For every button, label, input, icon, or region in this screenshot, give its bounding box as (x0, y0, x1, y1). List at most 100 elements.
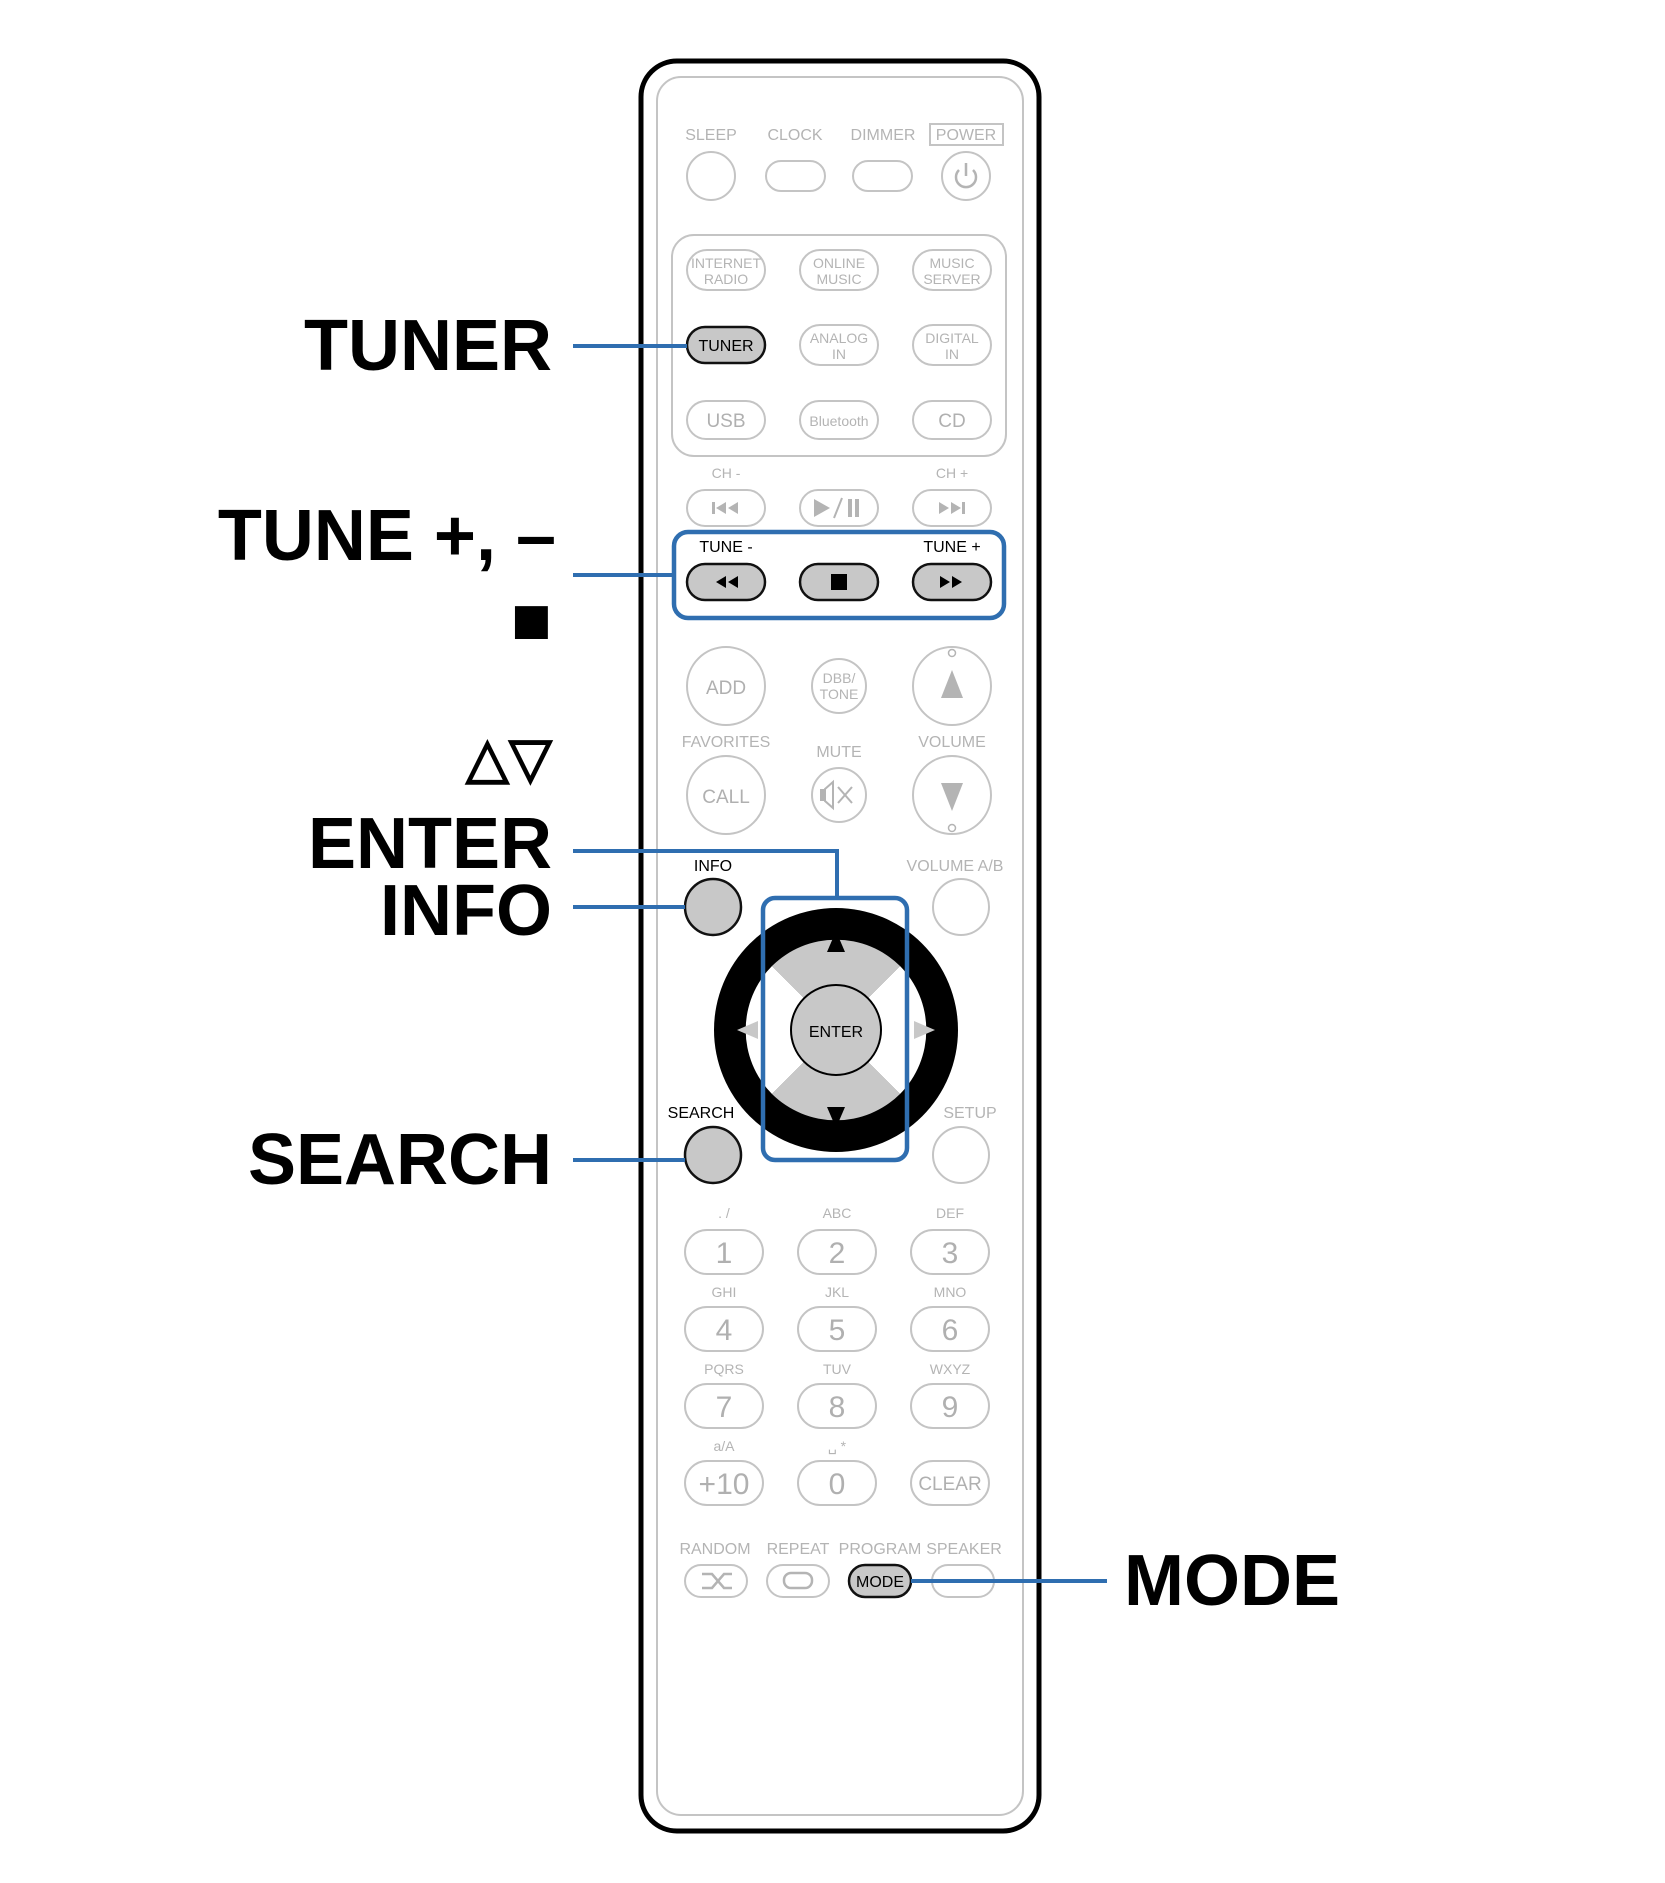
keypad-num-0: 0 (829, 1468, 846, 1501)
enter-button[interactable] (790, 984, 882, 1076)
volume-up-dot (947, 648, 957, 658)
cursor-right-icon (914, 1021, 935, 1039)
online-music-label-2: MUSIC (816, 271, 861, 287)
keypad-num-7: 7 (716, 1391, 733, 1424)
fast-forward-icon (940, 576, 962, 588)
usb-label: USB (706, 411, 745, 432)
clear-label: CLEAR (918, 1474, 981, 1495)
online-music-button[interactable] (799, 249, 879, 291)
random-label: RANDOM (679, 1541, 750, 1558)
volume-down-icon (941, 783, 963, 811)
keypad-num-1: 1 (716, 1237, 733, 1270)
clock-button[interactable] (765, 160, 826, 192)
keypad-num-2: 2 (829, 1237, 846, 1270)
cursor-up-button[interactable] (772, 939, 900, 1002)
digital-in-button[interactable] (912, 324, 992, 366)
bluetooth-label: Bluetooth (809, 413, 868, 429)
keypad-button-5[interactable] (797, 1306, 877, 1352)
keypad-sub-4: GHI (712, 1284, 737, 1300)
music-server-button[interactable] (912, 249, 992, 291)
keypad-button-1[interactable] (684, 1229, 764, 1275)
add-button[interactable] (686, 646, 766, 726)
mute-icon (820, 779, 853, 811)
keypad-button-8[interactable] (797, 1383, 877, 1429)
keypad-button-4[interactable] (684, 1306, 764, 1352)
dbb-label-2: TONE (820, 686, 859, 702)
cursor-up-icon (827, 931, 845, 952)
keypad-num-5: 5 (829, 1314, 846, 1347)
power-icon (954, 163, 978, 189)
stop-icon (831, 574, 847, 590)
search-button[interactable] (683, 1125, 743, 1185)
skip-back-icon (712, 502, 738, 514)
search-label: SEARCH (668, 1105, 735, 1122)
volume-down-dot (947, 823, 957, 833)
keypad-num-9: 9 (942, 1391, 959, 1424)
sleep-button[interactable] (686, 151, 736, 201)
callout-tuner: TUNER (304, 306, 552, 386)
random-button[interactable] (684, 1564, 748, 1598)
tune-minus-label: TUNE - (699, 539, 752, 556)
cd-button[interactable] (912, 400, 992, 440)
power-label-box (929, 123, 1004, 146)
callout-tune: TUNE +, – (218, 496, 556, 576)
online-music-label-1: ONLINE (813, 255, 865, 271)
cursor-down-button[interactable] (772, 1058, 900, 1121)
enter-label: ENTER (809, 1024, 863, 1041)
enter-leader-line (573, 849, 839, 898)
repeat-icon (782, 1571, 814, 1590)
clock-label: CLOCK (767, 127, 822, 144)
cursor-left-icon (737, 1021, 758, 1039)
tuner-button-label: TUNER (698, 338, 753, 355)
keypad-num-6: 6 (942, 1314, 959, 1347)
keypad-button-0[interactable] (797, 1460, 877, 1506)
cursor-right-button[interactable] (864, 966, 927, 1094)
callout-mode: MODE (1124, 1541, 1340, 1621)
call-button[interactable] (686, 755, 766, 835)
analog-in-label-1: ANALOG (810, 330, 868, 346)
callout-search: SEARCH (248, 1120, 552, 1200)
mute-label: MUTE (816, 744, 861, 761)
tune-plus-label: TUNE + (923, 539, 980, 556)
dbb-tone-button[interactable] (811, 658, 867, 714)
keypad-button-2[interactable] (797, 1229, 877, 1275)
repeat-button[interactable] (766, 1564, 830, 1598)
keypad-sub-8: TUV (823, 1361, 852, 1377)
keypad-button-9[interactable] (910, 1383, 990, 1429)
setup-label: SETUP (943, 1105, 996, 1122)
info-button[interactable] (683, 877, 743, 937)
volume-ab-button[interactable] (932, 878, 990, 936)
program-label: PROGRAM (839, 1541, 922, 1558)
keypad-button-7[interactable] (684, 1383, 764, 1429)
keypad-sub-5: JKL (825, 1284, 849, 1300)
callout-enter: ENTER (308, 804, 552, 884)
keypad-sub-9: WXYZ (930, 1361, 971, 1377)
clear-button[interactable] (910, 1460, 990, 1506)
keypad-button-3[interactable] (910, 1229, 990, 1275)
keypad-sub-0: ␣ * (828, 1438, 847, 1455)
internet-radio-button[interactable] (686, 249, 766, 291)
keypad-button-plus10[interactable] (684, 1460, 764, 1506)
keypad-num-3: 3 (942, 1237, 959, 1270)
analog-in-label-2: IN (832, 346, 846, 362)
music-server-label-1: MUSIC (929, 255, 974, 271)
keypad-button-6[interactable] (910, 1306, 990, 1352)
keypad-sub-1: . / (718, 1205, 730, 1221)
dimmer-label: DIMMER (851, 127, 916, 144)
mute-button[interactable] (811, 767, 867, 823)
add-label: ADD (706, 678, 746, 699)
setup-button[interactable] (932, 1126, 990, 1184)
analog-in-button[interactable] (799, 324, 879, 366)
usb-button[interactable] (686, 400, 766, 440)
cursor-down-icon (827, 1107, 845, 1128)
keypad-sub-2: ABC (823, 1205, 852, 1221)
cd-label: CD (938, 411, 965, 432)
internet-radio-label-1: INTERNET (691, 255, 761, 271)
bluetooth-button[interactable] (799, 400, 879, 440)
internet-radio-label-2: RADIO (704, 271, 748, 287)
callout-info: INFO (380, 871, 552, 951)
sleep-label: SLEEP (685, 127, 737, 144)
dimmer-button[interactable] (852, 160, 913, 192)
keypad-sub-7: PQRS (704, 1361, 744, 1377)
